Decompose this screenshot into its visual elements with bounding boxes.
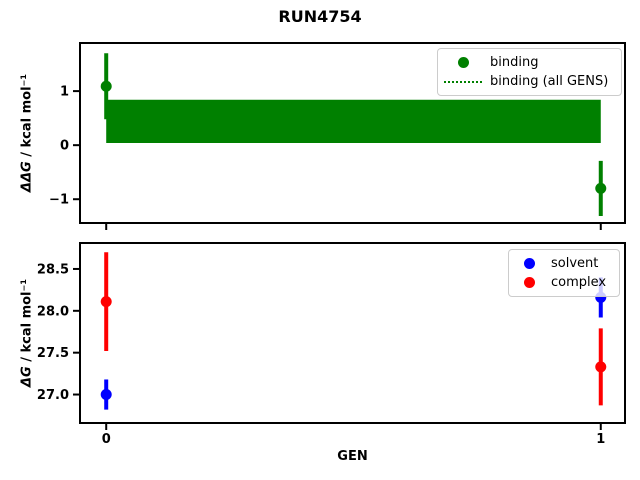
dotted-line-icon bbox=[444, 80, 482, 83]
y-tick-label: 27.0 bbox=[37, 388, 69, 403]
data-point-complex bbox=[100, 296, 112, 308]
ylabel-top-math: ΔΔG bbox=[19, 161, 35, 193]
axes-frame bbox=[79, 42, 626, 224]
legend-glyph-area bbox=[444, 80, 482, 83]
binding-dot-icon bbox=[457, 57, 469, 68]
y-tick-label: 0 bbox=[60, 139, 69, 154]
legend-label-binding-all-gens: binding (all GENS) bbox=[490, 74, 609, 89]
legend-glyph-area bbox=[515, 258, 543, 269]
legend-entry-binding-all-gens: binding (all GENS) bbox=[444, 72, 615, 91]
subplot-top: −1 0 1 bbox=[49, 42, 626, 230]
solvent-dot-icon bbox=[523, 258, 535, 269]
x-tick-label: 0 bbox=[102, 432, 111, 447]
legend-entry-solvent: solvent bbox=[515, 254, 613, 273]
legend-label-complex: complex bbox=[551, 275, 607, 290]
ylabel-bottom-math: ΔG bbox=[19, 366, 35, 388]
y-tick-label: 1 bbox=[60, 85, 69, 100]
ylabel-top-units: / kcal mol⁻¹ bbox=[19, 73, 35, 162]
legend-label-solvent: solvent bbox=[551, 256, 599, 271]
ylabel-bottom-text: ΔG / kcal mol⁻¹ bbox=[20, 279, 35, 387]
data-point-solvent bbox=[100, 389, 112, 401]
legend-entry-complex: complex bbox=[515, 273, 613, 292]
x-tick-label: 1 bbox=[596, 432, 605, 447]
y-tick-label: 28.0 bbox=[37, 304, 69, 319]
subplot-bottom: 27.0 27.5 28.0 28.5 0 1 bbox=[37, 242, 626, 447]
legend-glyph-area bbox=[444, 57, 482, 68]
legend-label-binding: binding bbox=[490, 55, 539, 70]
legend-entry-binding: binding bbox=[444, 53, 615, 72]
y-tick-label: 28.5 bbox=[37, 262, 69, 277]
y-tick-label: −1 bbox=[49, 193, 69, 208]
xlabel: GEN bbox=[337, 449, 368, 464]
ylabel-bottom-units: / kcal mol⁻¹ bbox=[19, 278, 35, 367]
figure-title: RUN4754 bbox=[278, 7, 362, 26]
confidence-band bbox=[106, 99, 601, 143]
legend-bottom: solvent complex bbox=[508, 249, 620, 297]
data-point-binding bbox=[100, 80, 112, 92]
legend-glyph-area bbox=[515, 277, 543, 288]
axes-frame bbox=[79, 242, 626, 424]
legend-top: binding binding (all GENS) bbox=[437, 48, 622, 96]
ylabel-top-text: ΔΔG / kcal mol⁻¹ bbox=[20, 74, 35, 192]
complex-dot-icon bbox=[523, 277, 535, 288]
data-point-complex bbox=[595, 361, 607, 373]
data-point-binding bbox=[595, 182, 607, 194]
y-tick-label: 27.5 bbox=[37, 346, 69, 361]
